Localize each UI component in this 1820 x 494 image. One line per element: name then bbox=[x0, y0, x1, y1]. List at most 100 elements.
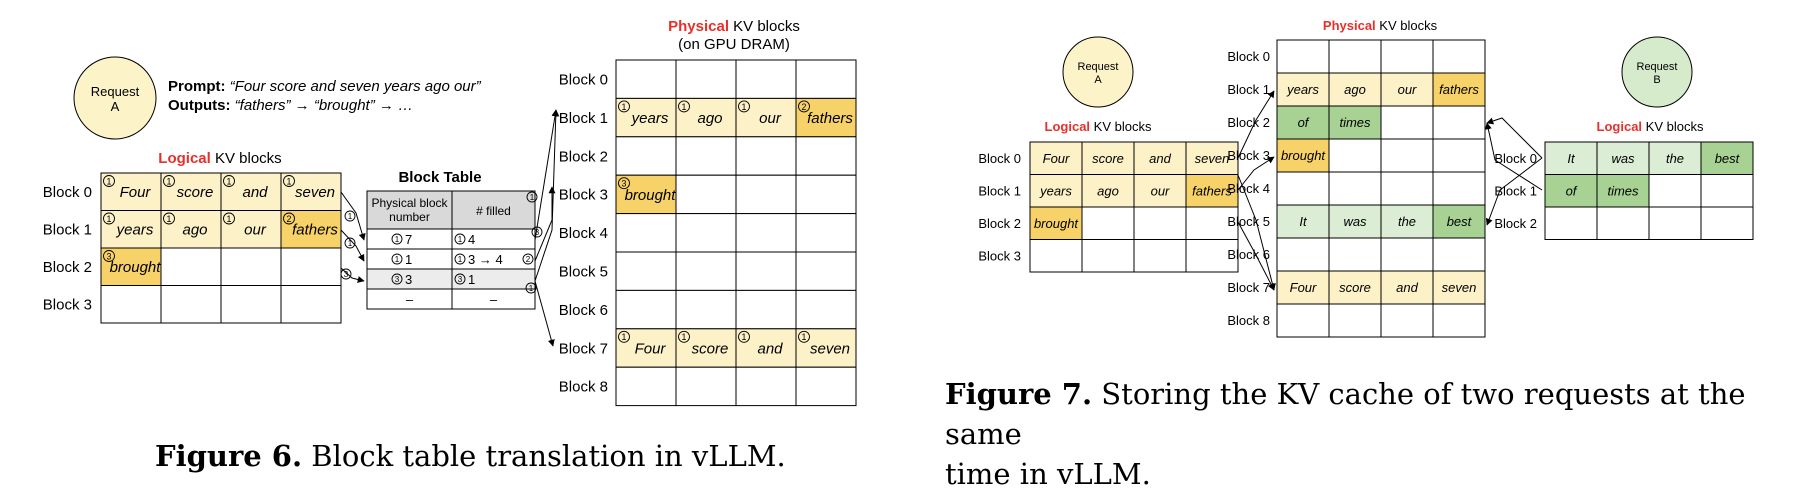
block-table-header-cell bbox=[451, 190, 536, 230]
fig6-physical-subtitle: (on GPU DRAM) bbox=[678, 36, 790, 53]
block-table-filled: 3 → 4 bbox=[468, 252, 503, 267]
fig6-physical-cell-token: our bbox=[759, 110, 782, 127]
fig6-logical-cell bbox=[100, 210, 162, 249]
prompt-label: Prompt: bbox=[168, 78, 230, 95]
fig7-logical-b-cell bbox=[1648, 206, 1702, 240]
fig7-physical-title: Physical KV blocks bbox=[1323, 18, 1438, 33]
outputs-text: “fathers” → “brought” → … bbox=[235, 97, 413, 114]
fig6-logical-cell bbox=[220, 172, 282, 211]
fig7-logical-a-cell-token: years bbox=[1039, 183, 1072, 198]
figure7-caption: Figure 7. Storing the KV cache of two re… bbox=[945, 374, 1820, 494]
fig6-physical-cell bbox=[615, 59, 677, 99]
block-table-badge-number: 1 bbox=[395, 255, 400, 264]
fig7-logical-a-cell bbox=[1081, 239, 1135, 273]
fig6-physical-cell bbox=[795, 213, 857, 253]
fig6-physical-cell bbox=[615, 251, 677, 291]
request-a-node-line1: Request bbox=[91, 84, 140, 99]
fig6-arrow-badge bbox=[344, 210, 356, 222]
fig6-logical-ref-count-badge-number: 2 bbox=[287, 214, 292, 224]
fig7-logical-b-cell bbox=[1700, 206, 1754, 240]
fig6-physical-cell bbox=[735, 136, 797, 176]
fig7-physical-cell bbox=[1276, 204, 1330, 239]
fig6-physical-row-label: Block 7 bbox=[559, 340, 608, 357]
fig6-logical-ref-count-badge-number: 1 bbox=[227, 214, 232, 224]
fig6-logical-title: Logical KV blocks bbox=[158, 150, 281, 167]
fig7-physical-cell bbox=[1432, 171, 1486, 206]
fig6-logical-cell-token: score bbox=[177, 184, 214, 201]
fig7-physical-cell bbox=[1276, 303, 1330, 338]
fig6-arrow-logical-to-table bbox=[340, 229, 365, 262]
block-table-cell bbox=[451, 228, 536, 250]
fig6-arrow-badge bbox=[526, 191, 538, 203]
fig6-logical-cell-token: brought bbox=[110, 259, 162, 276]
fig7-physical-cell-token: brought bbox=[1281, 148, 1326, 163]
fig7-physical-row-label: Block 7 bbox=[1227, 280, 1270, 295]
fig6-physical-cell bbox=[795, 97, 857, 138]
fig7-physical-row-label: Block 1 bbox=[1227, 82, 1270, 97]
fig7-physical-cell bbox=[1432, 72, 1486, 107]
fig7-logical-a-row-label: Block 3 bbox=[978, 248, 1021, 263]
fig7-physical-cell bbox=[1328, 171, 1382, 206]
fig6-logical-ref-count-badge bbox=[223, 175, 235, 187]
fig7-physical-cell bbox=[1276, 138, 1330, 173]
fig7-logical-b-cell bbox=[1700, 141, 1754, 175]
fig6-physical-ref-count-badge-number: 1 bbox=[622, 102, 627, 112]
block-table-badge bbox=[391, 273, 403, 285]
block-table-title: Block Table bbox=[398, 169, 481, 186]
request-a-node bbox=[73, 56, 157, 140]
outputs-line: Outputs: “fathers” → “brought” → … bbox=[168, 97, 413, 114]
fig6-physical-title: Physical KV blocks bbox=[668, 18, 800, 35]
fig7-logical-b-cell bbox=[1596, 141, 1650, 175]
fig6-logical-title-red: Logical bbox=[158, 150, 211, 167]
fig7-logical-a-cell-token: score bbox=[1092, 151, 1124, 166]
figure6-caption-text: Block table translation in vLLM. bbox=[302, 439, 786, 473]
block-table-badge bbox=[391, 253, 403, 265]
fig6-logical-ref-count-badge bbox=[163, 212, 175, 225]
request-b-node-line2: B bbox=[1653, 74, 1660, 86]
fig6-logical-title-rest: KV blocks bbox=[211, 150, 282, 167]
fig7-logical-b-cell-token: was bbox=[1611, 151, 1635, 166]
fig6-logical-ref-count-badge bbox=[103, 250, 115, 262]
fig7-logical-b-cell bbox=[1596, 206, 1650, 240]
fig6-arrow-table-to-physical bbox=[534, 109, 559, 241]
fig7-physical-cell-token: score bbox=[1339, 280, 1371, 295]
fig6-logical-cell-token: our bbox=[244, 222, 267, 239]
block-table-header-pbn-2: number bbox=[389, 210, 430, 224]
fig7-logical-a-cell bbox=[1133, 239, 1187, 273]
fig6-logical-row-label: Block 3 bbox=[43, 297, 92, 314]
fig6-logical-cell bbox=[220, 247, 282, 286]
fig6-physical-ref-count-badge bbox=[738, 330, 750, 343]
fig7-physical-cell bbox=[1432, 237, 1486, 272]
fig6-physical-cell bbox=[795, 136, 857, 176]
fig6-physical-cell bbox=[735, 289, 797, 330]
figure7-caption-text: Storing the KV cache of two requests at … bbox=[945, 377, 1746, 451]
fig7-logical-a-cell bbox=[1029, 206, 1083, 240]
fig7-physical-cell-token: seven bbox=[1442, 280, 1477, 295]
block-table-filled: 4 bbox=[468, 232, 475, 247]
fig7-physical-cell-token: best bbox=[1447, 214, 1473, 229]
fig6-physical-cell bbox=[795, 289, 857, 330]
fig6-physical-title-rest: KV blocks bbox=[729, 18, 800, 35]
fig6-physical-ref-count-badge bbox=[618, 177, 630, 190]
fig6-physical-cell bbox=[675, 328, 737, 368]
fig6-logical-cell bbox=[100, 285, 162, 324]
fig7-physical-cell bbox=[1432, 303, 1486, 338]
fig6-physical-ref-count-badge bbox=[798, 330, 810, 343]
block-table-badge bbox=[454, 253, 466, 265]
fig7-logical-a-cell-token: ago bbox=[1097, 183, 1119, 198]
fig7-arrow-a-to-physical bbox=[1237, 221, 1275, 291]
fig7-physical-cell bbox=[1276, 237, 1330, 272]
fig6-physical-ref-count-badge-number: 1 bbox=[802, 332, 807, 342]
block-table-badge-number: 1 bbox=[458, 255, 463, 264]
request-a-node-fig7-line1: Request bbox=[1078, 61, 1119, 73]
outputs-label: Outputs: bbox=[168, 97, 235, 114]
block-table-badge bbox=[391, 233, 403, 245]
block-table-badge bbox=[454, 273, 466, 285]
block-table-badge-number: 3 bbox=[395, 275, 400, 284]
fig6-logical-ref-count-badge-number: 1 bbox=[107, 176, 112, 186]
fig6-logical-cell bbox=[220, 210, 282, 249]
fig7-physical-cell bbox=[1432, 138, 1486, 173]
fig6-physical-ref-count-badge bbox=[678, 330, 690, 343]
fig7-logical-a-cell bbox=[1081, 141, 1135, 175]
